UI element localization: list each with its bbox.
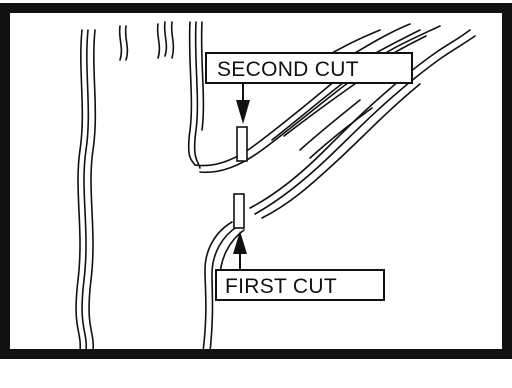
second-cut-label: SECOND CUT [217, 58, 359, 81]
first-cut-label-box [215, 269, 385, 301]
first-cut-arrow-head [233, 231, 247, 254]
first-cut-label: FIRST CUT [225, 275, 337, 298]
second-cut-callout: SECOND CUT [205, 52, 413, 124]
limb-lower-edge [249, 29, 476, 219]
trunk-right-edge [187, 21, 205, 169]
second-cut-label-box [205, 52, 413, 84]
first-cut-callout: FIRST CUT [215, 231, 385, 301]
trunk-top-bark-marks [118, 21, 175, 61]
second-cut-slot [236, 126, 248, 162]
trunk-left-bark [75, 29, 97, 353]
first-cut-slot [233, 193, 245, 229]
second-cut-arrow-head [236, 100, 250, 124]
